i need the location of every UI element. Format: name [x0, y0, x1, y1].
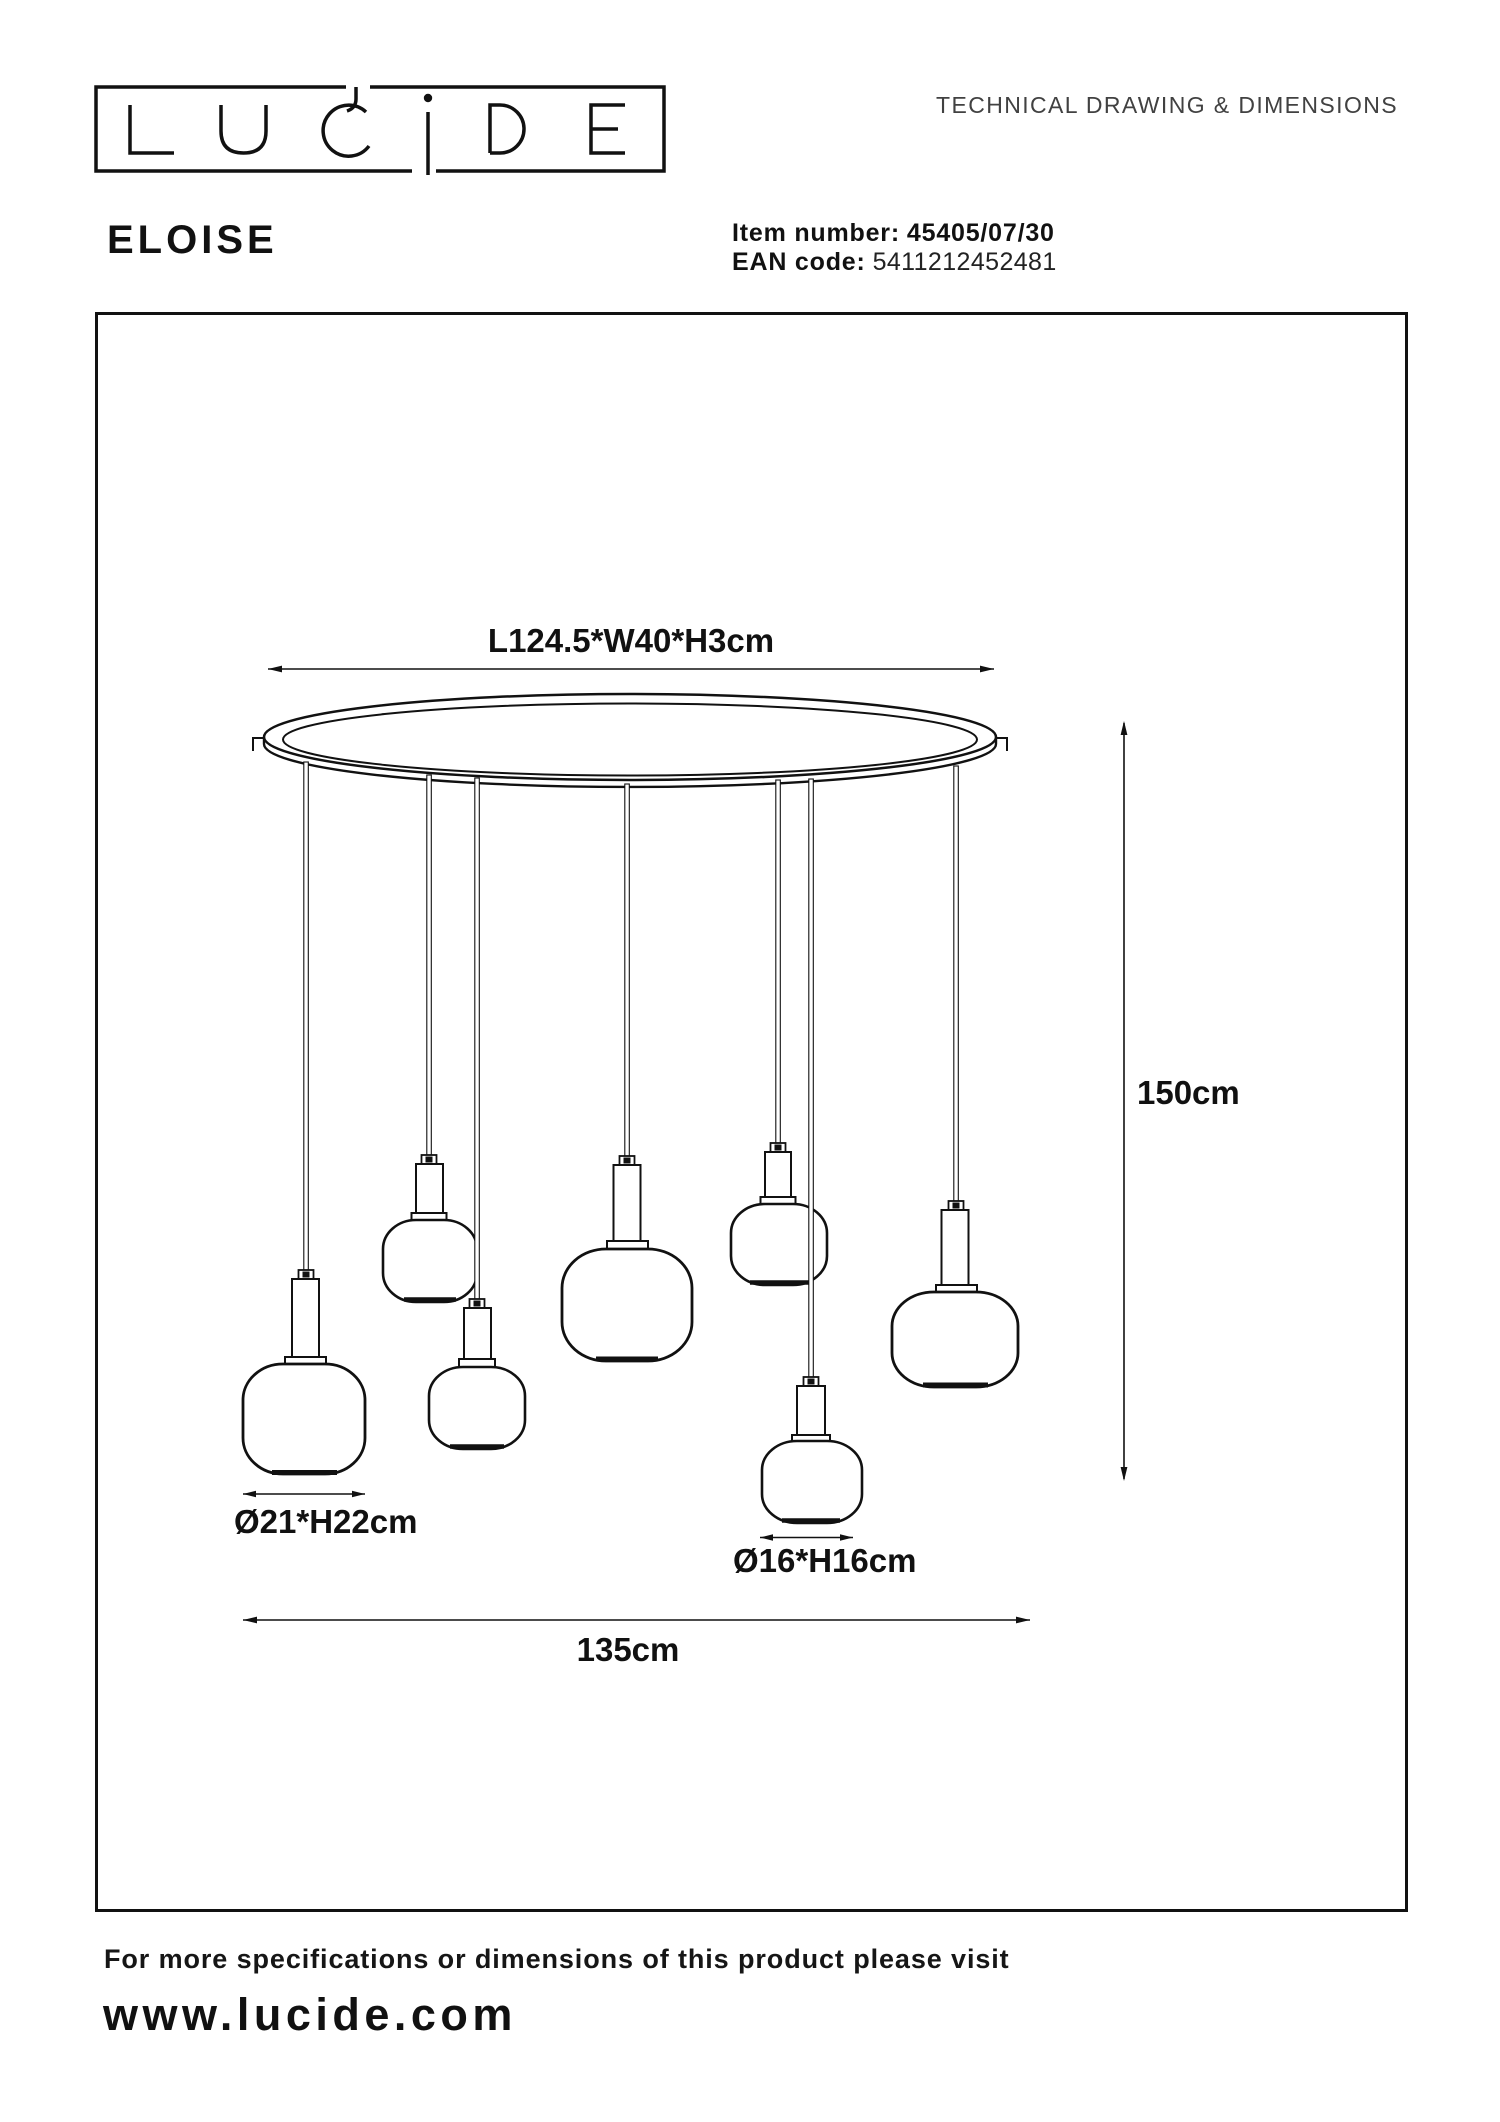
lamp-socket — [612, 1164, 642, 1242]
cord-grip-detail — [807, 1378, 815, 1385]
pendant-3 — [427, 777, 527, 1451]
logo-letter-d — [488, 103, 526, 155]
canopy-dimension: L124.5*W40*H3cm — [268, 622, 994, 673]
arrow-right-icon — [1016, 1616, 1030, 1624]
overall-width-label: 135cm — [577, 1631, 680, 1668]
logo-frame-left — [94, 85, 412, 173]
arrow-left-icon — [243, 1616, 257, 1624]
canopy-size-label: L124.5*W40*H3cm — [488, 622, 774, 659]
cord-grip-detail — [774, 1144, 782, 1151]
small-shade-dimension: Ø16*H16cm — [733, 1534, 916, 1579]
pendant-5 — [729, 779, 829, 1287]
pendant-cord — [775, 779, 781, 1145]
footer-note: For more specifications or dimensions of… — [104, 1944, 1010, 1974]
arrow-right-icon — [840, 1534, 853, 1541]
technical-drawing: L124.5*W40*H3cm 150cm — [95, 312, 1408, 1912]
lamp-socket — [796, 1385, 826, 1436]
logo-frame-right — [370, 85, 666, 173]
product-codes: Item number: 45405/07/30 EAN code: 54112… — [732, 219, 1057, 277]
document-title: TECHNICAL DRAWING & DIMENSIONS — [936, 92, 1398, 118]
logo-letter-l — [128, 105, 174, 155]
ean-code-label: EAN code: — [732, 248, 866, 276]
arrow-left-icon — [760, 1534, 773, 1541]
canopy-inner-edge — [282, 702, 978, 777]
pendant-4 — [560, 783, 694, 1363]
overall-width-dimension: 135cm — [243, 1616, 1030, 1668]
ean-code-row: EAN code: 5411212452481 — [732, 248, 1057, 277]
pendant-7 — [890, 765, 1020, 1389]
lucide-logo — [94, 85, 666, 175]
cord-grip-detail — [623, 1157, 631, 1164]
item-number-label: Item number: — [732, 219, 900, 247]
glass-shade — [427, 1365, 527, 1451]
pendant-1 — [241, 761, 367, 1476]
canopy — [252, 692, 1008, 789]
pendant-cord — [808, 778, 814, 1379]
pendant-cord — [953, 765, 959, 1203]
drawing-border — [95, 312, 1408, 1912]
lamp-socket — [463, 1307, 492, 1360]
pendant-cord — [303, 761, 309, 1273]
logo-letter-c — [321, 103, 371, 158]
height-dimension: 150cm — [1120, 721, 1240, 1481]
lamp-socket — [940, 1209, 970, 1286]
canopy-lip — [252, 737, 1008, 751]
glass-shade — [890, 1290, 1020, 1389]
cord-grip-detail — [302, 1271, 310, 1278]
canopy-rim — [262, 737, 998, 789]
logo-letter-i-dot — [423, 93, 433, 103]
arrow-right-icon — [980, 665, 994, 673]
arrow-left-icon — [268, 665, 282, 673]
small-shade-size-label: Ø16*H16cm — [733, 1542, 916, 1579]
ean-code-value: 5411212452481 — [872, 248, 1057, 276]
arrow-down-icon — [1120, 1467, 1128, 1481]
item-number-value: 45405/07/30 — [906, 219, 1055, 247]
large-shade-size-label: Ø21*H22cm — [234, 1503, 417, 1540]
cord-grip-detail — [473, 1300, 481, 1307]
glass-shade — [241, 1362, 367, 1476]
glass-shade — [560, 1247, 694, 1363]
pendant-cord — [426, 774, 432, 1157]
glass-shade — [381, 1218, 479, 1304]
lamp-socket — [764, 1151, 792, 1198]
pendant-6 — [760, 778, 864, 1525]
footer-website: www.lucide.com — [103, 1989, 517, 2040]
lamp-socket — [415, 1163, 444, 1214]
large-shade-dimension: Ø21*H22cm — [234, 1490, 417, 1540]
logo-letter-u — [219, 105, 268, 155]
logo-letter-e — [589, 103, 625, 155]
pendant-cord — [624, 783, 630, 1158]
pendant-2 — [381, 774, 479, 1304]
item-number-row: Item number: 45405/07/30 — [732, 219, 1057, 248]
arrow-up-icon — [1120, 721, 1128, 735]
product-name: ELOISE — [107, 218, 278, 262]
cord-grip-detail — [952, 1202, 960, 1209]
lamp-socket — [291, 1278, 320, 1358]
arrow-left-icon — [243, 1490, 256, 1498]
pendant-cord — [474, 777, 480, 1301]
glass-shade — [729, 1202, 829, 1287]
glass-shade — [760, 1439, 864, 1525]
drop-height-label: 150cm — [1137, 1074, 1240, 1111]
canopy-outer-edge — [262, 692, 998, 782]
cord-grip-detail — [425, 1156, 433, 1163]
arrow-right-icon — [352, 1490, 365, 1498]
